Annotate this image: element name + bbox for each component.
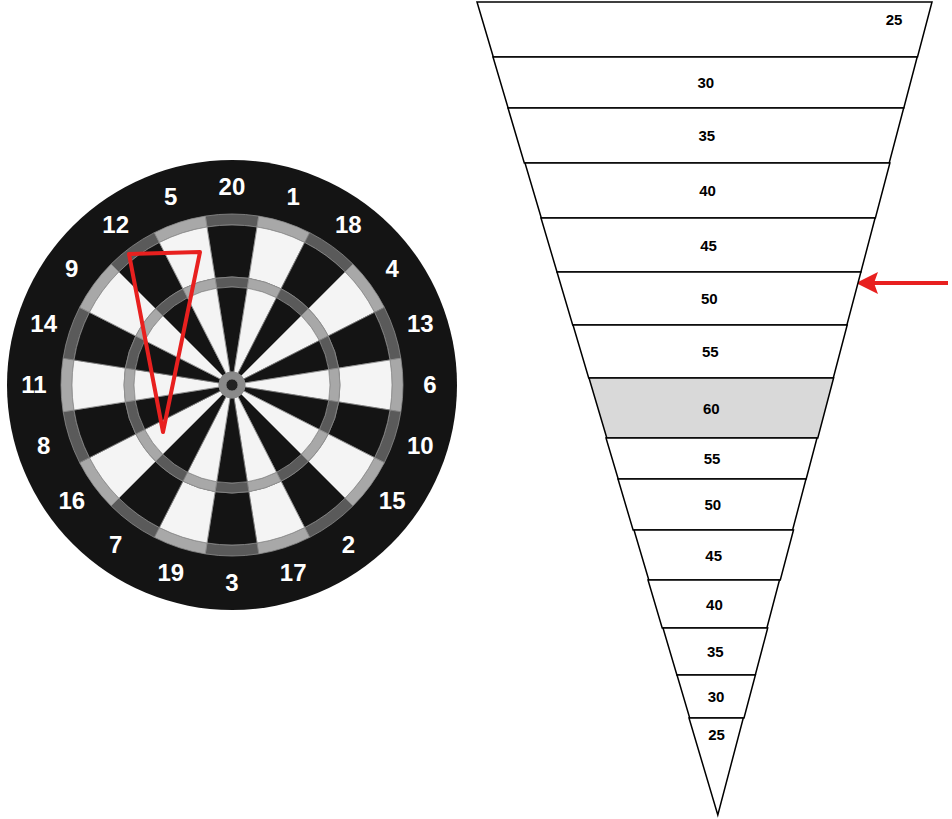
segment-number: 11 xyxy=(21,373,46,397)
segment-number: 17 xyxy=(280,561,307,585)
single-segment xyxy=(188,288,230,373)
single-segment xyxy=(74,402,136,458)
segment-number: 10 xyxy=(407,434,434,458)
treble-ring xyxy=(124,368,135,402)
segment-number: 2 xyxy=(342,533,355,557)
segment-number: 5 xyxy=(164,185,177,209)
single-segment xyxy=(207,225,257,278)
score-value: 45 xyxy=(700,238,717,253)
highlighted-wedge xyxy=(129,252,200,432)
band-shape xyxy=(606,438,817,479)
segment-number: 1 xyxy=(287,185,300,209)
score-band: 35 xyxy=(508,108,904,163)
band-shape xyxy=(689,718,743,815)
band-shape xyxy=(634,530,794,580)
band-shape xyxy=(477,2,932,57)
outer-bull xyxy=(219,372,245,398)
score-value: 35 xyxy=(698,128,715,143)
band-shape xyxy=(573,325,847,378)
segment-number: 7 xyxy=(109,533,122,557)
score-value: 30 xyxy=(697,75,714,90)
score-value: 40 xyxy=(699,183,716,198)
single-segment xyxy=(207,492,257,545)
score-value: 35 xyxy=(707,644,724,659)
score-value: 25 xyxy=(886,12,903,27)
score-value: 55 xyxy=(704,451,721,466)
treble-ring xyxy=(215,482,249,493)
score-value: 50 xyxy=(704,497,721,512)
score-band: 55 xyxy=(573,325,847,378)
single-segment xyxy=(339,360,392,410)
band-shape xyxy=(557,272,861,325)
segment-number: 18 xyxy=(335,213,362,237)
score-band: 50 xyxy=(618,479,806,530)
segment-number: 8 xyxy=(37,434,50,458)
score-band: 25 xyxy=(477,2,932,57)
treble-ring xyxy=(215,277,249,288)
band-shape xyxy=(589,378,834,438)
single-segment xyxy=(328,312,390,368)
segment-number: 19 xyxy=(158,561,185,585)
single-segment xyxy=(249,481,305,543)
score-value: 30 xyxy=(708,689,725,704)
score-band: 55 xyxy=(606,438,817,479)
score-value: 60 xyxy=(703,401,720,416)
score-band: 40 xyxy=(525,163,890,218)
score-value: 25 xyxy=(708,727,725,742)
segment-number: 4 xyxy=(386,257,399,281)
band-shape xyxy=(648,580,780,628)
score-band: 60 xyxy=(589,378,834,438)
score-band: 50 xyxy=(557,272,861,325)
segment-number: 9 xyxy=(65,257,78,281)
score-band: 45 xyxy=(541,218,875,272)
single-segment xyxy=(159,227,215,289)
segment-number: 16 xyxy=(59,489,86,513)
single-segment xyxy=(72,360,125,410)
band-outline xyxy=(477,2,932,57)
score-band: 45 xyxy=(634,530,794,580)
score-band: 35 xyxy=(663,628,768,675)
score-value: 45 xyxy=(705,548,722,563)
band-shape xyxy=(493,57,917,108)
band-shape xyxy=(508,108,904,163)
band-shape xyxy=(541,218,875,272)
band-shape xyxy=(663,628,768,675)
board-surround xyxy=(7,160,457,610)
score-value: 50 xyxy=(701,291,718,306)
score-band: 40 xyxy=(648,580,780,628)
segment-number: 14 xyxy=(30,312,57,336)
score-band: 30 xyxy=(493,57,917,108)
band-shape xyxy=(618,479,806,530)
segment-number: 3 xyxy=(225,571,238,595)
score-band: 25 xyxy=(689,718,743,815)
bullseye xyxy=(226,379,238,391)
score-value: 55 xyxy=(702,344,719,359)
segment-number: 12 xyxy=(102,213,129,237)
score-value: 40 xyxy=(706,597,723,612)
score-band: 30 xyxy=(677,675,755,718)
arrow-shaft xyxy=(872,281,948,285)
segment-number: 15 xyxy=(379,489,406,513)
band-shape xyxy=(677,675,755,718)
segment-number: 13 xyxy=(407,312,434,336)
band-shape xyxy=(525,163,890,218)
segment-number: 20 xyxy=(219,175,246,199)
segment-number: 6 xyxy=(423,373,436,397)
treble-ring xyxy=(329,368,340,402)
